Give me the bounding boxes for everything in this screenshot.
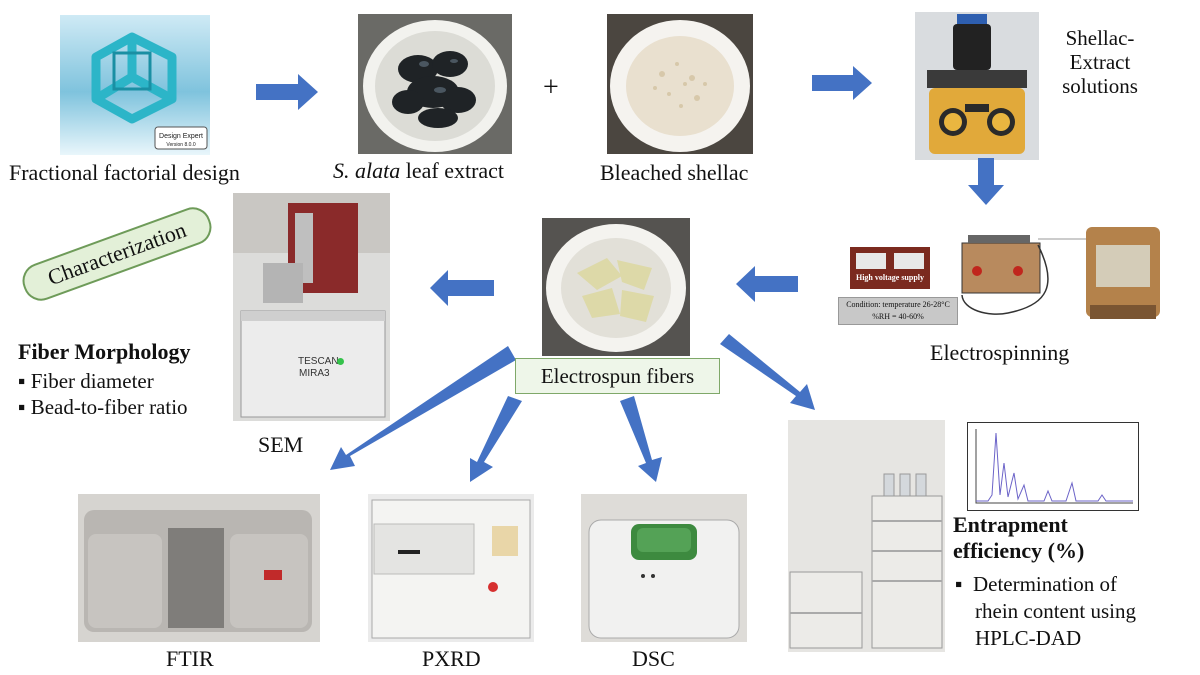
hplc-photo — [788, 420, 945, 652]
fiber-morphology-item: ▪ Fiber diameter — [18, 369, 154, 393]
sem-brand: TESCAN — [298, 356, 339, 367]
sem-model: MIRA3 — [299, 368, 330, 379]
extract-caption: S. alata leaf extract — [333, 158, 504, 184]
solutions-caption: Shellac- Extract solutions — [1048, 26, 1152, 98]
leaf-extract-photo — [358, 14, 512, 154]
arrow-solutions-to-electrospinning — [968, 158, 1004, 205]
entrapment-method-text-1: Determination of — [972, 572, 1117, 596]
electrospun-fibers-label: Electrospun fibers — [515, 358, 720, 394]
sem-status-light — [337, 358, 344, 365]
high-voltage-supply-label: High voltage supply — [855, 273, 924, 282]
design-caption: Fractional factorial design — [9, 160, 240, 185]
hotplate-stirrer-photo — [915, 12, 1039, 160]
fiber-diameter-text: Fiber diameter — [30, 369, 154, 393]
chromatogram-image — [967, 422, 1139, 511]
extract-caption-species: S. alata — [333, 158, 401, 183]
shellac-caption: Bleached shellac — [600, 160, 749, 185]
bleached-shellac-photo — [607, 14, 753, 154]
design-expert-version: Version 8.0.0 — [166, 142, 195, 148]
electrospinning-setup-illustration: High voltage supply Condition: temperatu… — [838, 225, 1168, 330]
fiber-morphology-item: ▪ Bead-to-fiber ratio — [18, 395, 188, 419]
entrapment-method-line-1: ▪ Determination of — [955, 572, 1117, 596]
solutions-caption-line-2: Extract — [1069, 50, 1131, 74]
sem-caption: SEM — [258, 432, 304, 457]
pxrd-photo — [368, 494, 534, 642]
bead-to-fiber-ratio-text: Bead-to-fiber ratio — [30, 395, 188, 419]
ftir-caption: FTIR — [166, 646, 214, 671]
arrow-fibers-to-sem — [430, 270, 494, 306]
condition-panel: Condition: temperature 26-28°C %RH = 40-… — [838, 297, 958, 325]
pxrd-caption: PXRD — [422, 646, 481, 671]
dsc-photo — [581, 494, 747, 642]
arrow-design-to-extract — [256, 74, 318, 110]
arrow-shellac-to-solutions — [812, 66, 872, 100]
entrapment-title-line-1: Entrapment — [953, 512, 1068, 537]
design-expert-brand: Design Expert — [159, 133, 203, 140]
solutions-caption-line-3: solutions — [1062, 74, 1138, 98]
arrow-to-dsc — [620, 396, 662, 482]
dsc-caption: DSC — [632, 646, 675, 671]
arrow-electrospinning-to-fibers — [736, 266, 798, 302]
electrospun-fibers-photo — [542, 218, 690, 356]
condition-line-2: %RH = 40-60% — [872, 312, 924, 321]
sem-photo: TESCAN MIRA3 — [233, 193, 390, 421]
entrapment-title-line-2: efficiency (%) — [953, 538, 1085, 563]
entrapment-method-line-3: HPLC-DAD — [975, 626, 1082, 650]
arrow-to-pxrd — [470, 396, 522, 482]
fiber-morphology-title: Fiber Morphology — [18, 339, 191, 364]
plus-sign: + — [543, 72, 559, 103]
extract-caption-rest: leaf extract — [400, 158, 505, 183]
solutions-caption-line-1: Shellac- — [1065, 26, 1135, 50]
electrospinning-caption: Electrospinning — [930, 340, 1070, 365]
entrapment-title: Entrapment efficiency (%) — [953, 512, 1084, 564]
design-expert-logo-image: Design Expert Version 8.0.0 — [60, 15, 210, 155]
arrow-to-hplc — [720, 334, 815, 410]
entrapment-method: ▪ Determination of rhein content using H… — [955, 571, 1136, 652]
condition-line-1: Condition: temperature 26-28°C — [846, 300, 950, 309]
arrow-to-ftir — [330, 346, 516, 470]
ftir-photo — [78, 494, 320, 642]
entrapment-method-line-2: rhein content using — [975, 599, 1136, 623]
